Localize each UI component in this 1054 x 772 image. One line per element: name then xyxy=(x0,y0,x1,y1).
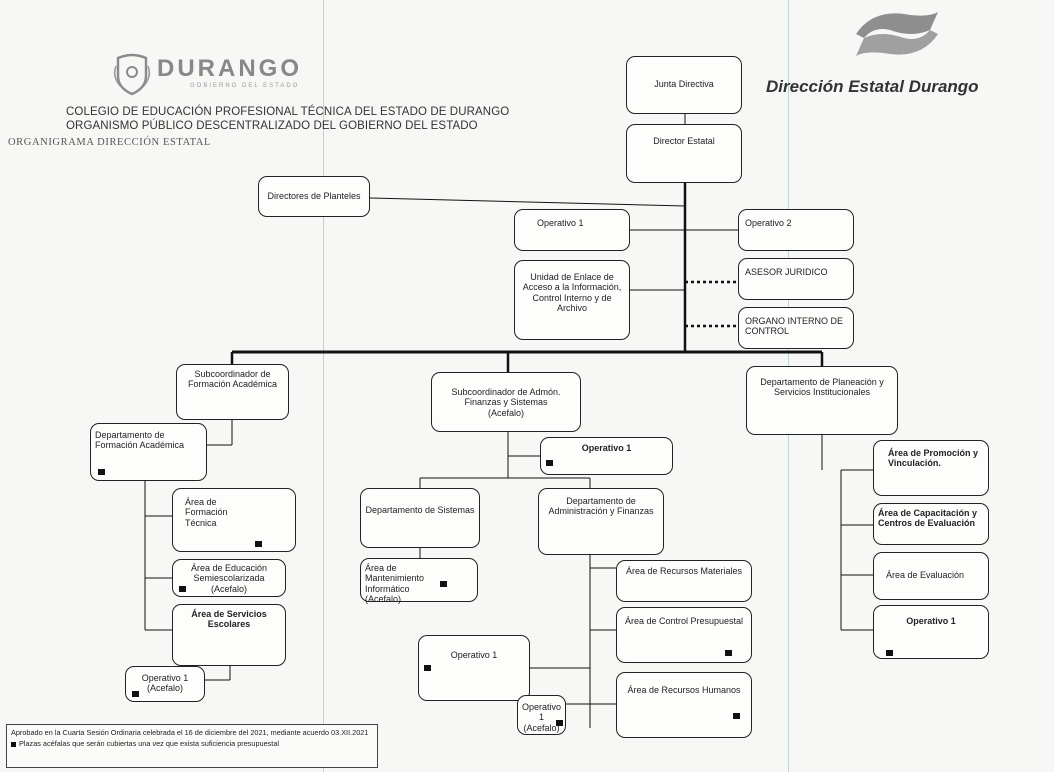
node-label: Operativo 1 xyxy=(521,702,562,723)
node-label: Área de Formación Técnica xyxy=(185,497,228,528)
node-label: Área de Educación Semiescolarizada xyxy=(190,563,268,584)
node-operativo-1-sistemas: Operativo 1 xyxy=(418,635,530,701)
node-area-mantenimiento: Área de Mantenimiento Informático (Acefa… xyxy=(360,558,478,605)
acefalo-marker-icon xyxy=(255,541,262,547)
node-depto-planeacion: Departamento de Planeación y Servicios I… xyxy=(746,366,898,435)
durango-logo: DURANGO GOBIERNO DEL ESTADO xyxy=(112,52,342,102)
acefalo-legend-icon xyxy=(11,742,16,748)
node-depto-sistemas: Departamento de Sistemas xyxy=(360,488,480,548)
header-line-2: ORGANISMO PÚBLICO DESCENTRALIZADO DEL GO… xyxy=(66,120,478,132)
node-label: Director Estatal xyxy=(653,136,715,146)
scan-artifact-line-orange xyxy=(323,0,324,772)
node-operativo-2-top: Operativo 2 xyxy=(738,209,854,251)
node-label: Unidad de Enlace de Acceso a la Informac… xyxy=(522,272,622,314)
logo-word: DURANGO xyxy=(157,55,302,82)
node-label: Departamento de Planeación y Servicios I… xyxy=(760,377,884,398)
acefalo-marker-icon xyxy=(556,720,563,726)
node-note: (Acefalo) xyxy=(365,594,402,605)
node-unidad-enlace: Unidad de Enlace de Acceso a la Informac… xyxy=(514,260,630,340)
acefalo-marker-icon xyxy=(440,581,447,587)
node-label: Departamento de Formación Académica xyxy=(95,430,185,451)
shield-crest-icon xyxy=(113,53,151,96)
node-area-rec-humanos: Área de Recursos Humanos xyxy=(616,672,752,738)
node-label: Operativo 1 xyxy=(537,218,584,228)
acefalo-marker-icon xyxy=(424,665,431,671)
node-note: (Acefalo) xyxy=(210,583,247,594)
brand-title: Dirección Estatal Durango xyxy=(766,77,979,96)
node-label: ORGANO INTERNO DE CONTROL xyxy=(745,316,844,337)
node-area-rec-materiales: Área de Recursos Materiales xyxy=(616,560,752,602)
conalep-logo-icon xyxy=(856,12,938,56)
node-area-control-presup: Área de Control Presupuestal xyxy=(616,607,752,663)
header-line-3: ORGANIGRAMA DIRECCIÓN ESTATAL xyxy=(8,137,211,148)
node-note: (Acefalo) xyxy=(487,407,524,418)
node-label: Área de Recursos Materiales xyxy=(625,566,743,576)
node-label: Operativo 1 xyxy=(450,650,498,660)
node-label: Área de Capacitación y Centros de Evalua… xyxy=(878,508,978,529)
node-label: Operativo 2 xyxy=(745,218,792,228)
node-label: Área de Servicios Escolares xyxy=(191,609,267,630)
node-label: Área de Control Presupuestal xyxy=(624,616,744,626)
node-depto-formacion: Departamento de Formación Académica xyxy=(90,423,207,481)
node-label: Directores de Planteles xyxy=(267,191,361,201)
acefalo-marker-icon xyxy=(733,713,740,719)
node-organo-interno: ORGANO INTERNO DE CONTROL xyxy=(738,307,854,349)
node-operativo-1-top: Operativo 1 xyxy=(514,209,630,251)
acefalo-marker-icon xyxy=(98,469,105,475)
node-depto-admin-fin: Departamento de Administración y Finanza… xyxy=(538,488,664,555)
node-label: Subcoordinador de Admón. Finanzas y Sist… xyxy=(451,387,561,408)
logo-tagline: GOBIERNO DEL ESTADO xyxy=(190,83,300,89)
node-label: Área de Evaluación xyxy=(886,570,965,580)
node-director-estatal: Director Estatal xyxy=(626,124,742,183)
node-label: Área de Recursos Humanos xyxy=(627,685,741,695)
node-area-capacitacion: Área de Capacitación y Centros de Evalua… xyxy=(873,503,989,545)
node-operativo-1-plan: Operativo 1 xyxy=(873,605,989,659)
node-label: Área de Mantenimiento Informático xyxy=(365,563,425,594)
node-area-promocion: Área de Promoción y Vinculación. xyxy=(873,440,989,496)
node-operativo-1-admin: Operativo 1 xyxy=(540,437,673,475)
approval-footnote: Aprobado en la Cuarta Sesión Ordinaria c… xyxy=(6,724,378,768)
node-label: Operativo 1 xyxy=(906,616,956,626)
node-area-serv-escolares: Área de Servicios Escolares xyxy=(172,604,286,666)
acefalo-marker-icon xyxy=(179,586,186,592)
node-sub-admin: Subcoordinador de Admón. Finanzas y Sist… xyxy=(431,372,581,432)
node-label: ASESOR JURIDICO xyxy=(745,267,828,277)
node-operativo-1-form: Operativo 1 (Acefalo) xyxy=(125,666,205,702)
node-directores-planteles: Directores de Planteles xyxy=(258,176,370,217)
node-asesor-juridico: ASESOR JURIDICO xyxy=(738,258,854,300)
node-label: Operativo 1 xyxy=(581,443,632,453)
node-operativo-1-rh: Operativo 1 (Acefalo) xyxy=(517,695,566,735)
node-note: (Acefalo) xyxy=(523,722,560,733)
node-label: Área de Promoción y Vinculación. xyxy=(888,448,979,469)
header-line-1: COLEGIO DE EDUCACIÓN PROFESIONAL TÉCNICA… xyxy=(66,106,510,118)
link-directores-planteles xyxy=(369,197,686,207)
node-label: Departamento de Administración y Finanza… xyxy=(548,496,654,517)
node-label: Subcoordinador de Formación Académica xyxy=(187,369,278,390)
legend-text: Plazas acéfalas que serán cubiertas una … xyxy=(19,739,280,749)
node-sub-formacion: Subcoordinador de Formación Académica xyxy=(176,364,289,420)
node-area-semiescolarizada: Área de Educación Semiescolarizada (Acef… xyxy=(172,559,286,597)
acefalo-marker-icon xyxy=(132,691,139,697)
node-label: Departamento de Sistemas xyxy=(365,505,475,515)
node-junta-directiva: Junta Directiva xyxy=(626,56,742,114)
acefalo-marker-icon xyxy=(886,650,893,656)
acefalo-marker-icon xyxy=(546,460,553,466)
node-label: Junta Directiva xyxy=(654,79,714,89)
node-note: (Acefalo) xyxy=(146,683,183,694)
node-label: Operativo 1 xyxy=(141,673,189,683)
node-area-form-tecnica: Área de Formación Técnica xyxy=(172,488,296,552)
node-area-evaluacion: Área de Evaluación xyxy=(873,552,989,600)
approval-text: Aprobado en la Cuarta Sesión Ordinaria c… xyxy=(11,728,369,737)
acefalo-marker-icon xyxy=(725,650,732,656)
legend-row: Plazas acéfalas que serán cubiertas una … xyxy=(11,739,373,748)
